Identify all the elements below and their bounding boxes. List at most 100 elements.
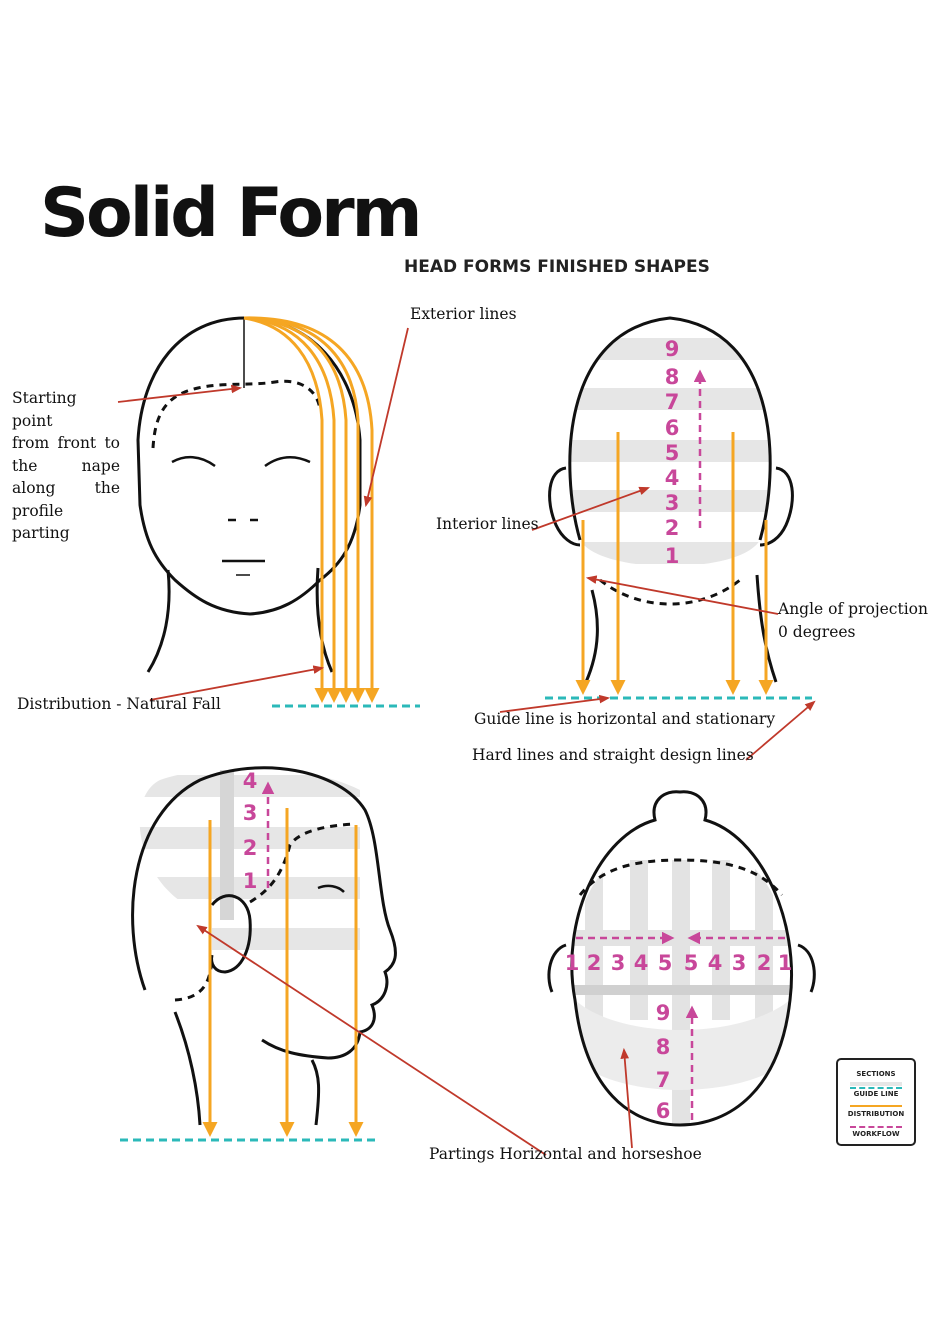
top-column-section-number: 9: [656, 1001, 671, 1025]
arrow-partings-side: [196, 924, 547, 1156]
front-neck-left: [146, 569, 171, 673]
arrow-angle-of-projection: [585, 575, 779, 615]
top-column-section-number: 6: [656, 1099, 671, 1123]
label-starting-point-line: along the: [12, 479, 120, 497]
top-head-sections: [571, 860, 792, 1125]
side-head-diagram: 4 3 2 1: [120, 766, 397, 1142]
side-section-number: 3: [243, 801, 258, 825]
back-section-number: 8: [665, 365, 680, 389]
label-starting-point-line: profile: [12, 501, 64, 520]
top-row-section-number: 1: [565, 951, 580, 975]
side-section-number: 2: [243, 836, 258, 860]
arrow-hard-lines: [745, 700, 816, 761]
legend-distribution-swatch: [850, 1105, 902, 1107]
side-ear: [210, 894, 252, 974]
side-neck-front: [310, 1059, 321, 1126]
legend-sections: SECTIONS: [856, 1070, 896, 1078]
arrow-guide-line: [499, 694, 611, 713]
top-row-section-number: 5: [658, 951, 673, 975]
top-row-section-number: 2: [587, 951, 602, 975]
arrow-exterior-lines: [363, 327, 409, 508]
page-subtitle: HEAD FORMS FINISHED SHAPES: [404, 257, 710, 277]
top-row-section-number: 4: [634, 951, 649, 975]
label-distribution: Distribution - Natural Fall: [17, 695, 221, 713]
side-section-number: 1: [243, 869, 258, 893]
back-section-number: 1: [665, 544, 680, 568]
back-section-number: 4: [665, 466, 680, 490]
side-section-number: 4: [243, 769, 258, 793]
legend-distribution: DISTRIBUTION: [847, 1110, 905, 1118]
label-angle-line: 0 degrees: [778, 622, 856, 641]
legend-sections-swatch: [850, 1082, 902, 1086]
label-starting-point-line: Starting point: [12, 389, 77, 430]
label-exterior-lines: Exterior lines: [410, 305, 517, 323]
back-nape-line: [599, 578, 741, 606]
label-angle-of-projection: Angle of projection 0 degrees: [778, 598, 928, 643]
back-ear-right: [759, 466, 794, 547]
top-ear-left: [547, 943, 567, 993]
label-starting-point-line: the nape: [12, 456, 120, 475]
back-head-sections: [569, 338, 771, 564]
back-section-number: 5: [665, 441, 680, 465]
top-row-section-number: 3: [732, 951, 747, 975]
back-section-number: 6: [665, 416, 680, 440]
label-starting-point: Starting point from front to the nape al…: [12, 387, 120, 545]
back-section-number: 9: [665, 337, 680, 361]
back-neck-right: [755, 574, 778, 683]
front-eye-left: [171, 456, 216, 468]
front-hairline: [151, 379, 322, 449]
legend-guide-line: GUIDE LINE: [853, 1090, 899, 1098]
legend-guide-line-swatch: [850, 1087, 902, 1089]
side-neck-back: [173, 1011, 202, 1126]
back-section-number: 3: [665, 491, 680, 515]
arrow-interior-lines: [531, 486, 651, 531]
label-hard-lines: Hard lines and straight design lines: [472, 746, 754, 764]
side-head-sections: [139, 770, 360, 950]
front-eye-right: [264, 456, 311, 468]
top-row-section-number: 1: [778, 951, 793, 975]
top-column-section-number: 7: [656, 1068, 671, 1092]
front-exterior-lines: [243, 316, 380, 703]
legend-workflow-swatch: [850, 1126, 902, 1128]
back-ear-left: [548, 466, 581, 547]
top-head-outline: [570, 790, 793, 1127]
legend-box: SECTIONS GUIDE LINE DISTRIBUTION WORKFLO…: [836, 1058, 916, 1146]
label-angle-line: Angle of projection: [778, 600, 928, 618]
back-section-number: 2: [665, 516, 680, 540]
annotation-arrows: [117, 327, 816, 1156]
side-distribution-lines: [202, 808, 364, 1137]
arrow-starting-point: [117, 384, 243, 403]
back-section-number: 7: [665, 390, 680, 414]
top-row-section-number: 4: [708, 951, 723, 975]
top-hairline: [578, 858, 784, 896]
back-neck-left: [584, 589, 599, 683]
label-starting-point-line: parting: [12, 524, 70, 542]
side-head-outline: [131, 766, 397, 1060]
label-partings: Partings Horizontal and horseshoe: [429, 1145, 702, 1163]
legend-workflow: WORKFLOW: [852, 1130, 900, 1138]
back-head-outline: [568, 316, 772, 541]
top-row-section-number: 3: [611, 951, 626, 975]
label-starting-point-line: from front to: [12, 434, 120, 452]
side-head-numbers: 4 3 2 1: [243, 769, 258, 893]
label-interior-lines: Interior lines: [436, 515, 539, 533]
front-neck-right: [315, 567, 334, 673]
page-title: Solid Form: [40, 174, 422, 253]
front-head-outline: [136, 316, 362, 616]
top-row-section-number: 5: [684, 951, 699, 975]
top-ear-right: [797, 943, 816, 993]
label-guide-line: Guide line is horizontal and stationary: [474, 710, 776, 728]
back-interior-lines: [575, 432, 774, 695]
side-eye: [317, 884, 345, 893]
front-head-diagram: [136, 316, 420, 708]
arrow-partings-top: [620, 1047, 633, 1149]
side-hairline: [174, 822, 357, 1002]
top-row-section-number: 2: [757, 951, 772, 975]
